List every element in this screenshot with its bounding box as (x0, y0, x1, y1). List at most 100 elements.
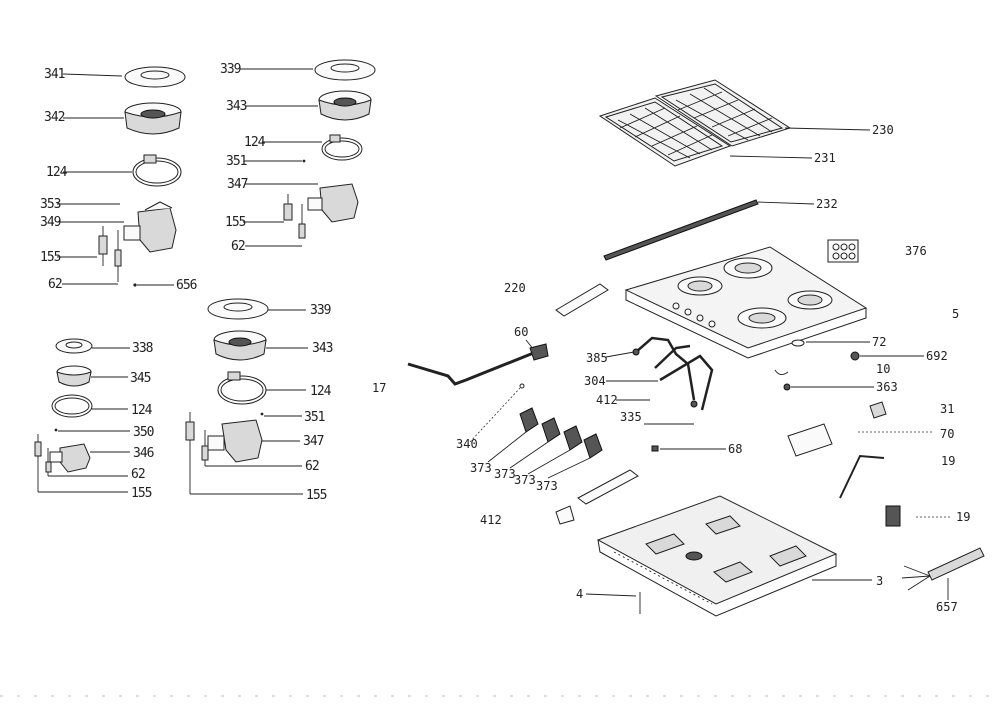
callout-4: 4 (576, 587, 583, 601)
gas-valves-row (469, 383, 603, 459)
gas-valve-body (207, 419, 263, 463)
callout-373: 373 (536, 479, 558, 493)
power-cable (901, 547, 985, 591)
burner-cap (124, 66, 186, 88)
callout-3: 3 (876, 574, 883, 588)
callout-349: 349 (40, 215, 61, 230)
burner-assembly-c: 339 343 124 351 347 62 155 (185, 298, 334, 503)
burner-cap (55, 338, 93, 354)
clip (651, 445, 659, 452)
callout-373: 373 (470, 461, 492, 475)
gas-valve-body (307, 183, 359, 223)
thermocouple (298, 204, 306, 239)
callout-220: 220 (504, 281, 526, 295)
pan-support-grates (598, 79, 792, 167)
thermocouple (201, 430, 209, 466)
gas-inlet-pipe (407, 343, 549, 386)
callout-347: 347 (227, 177, 248, 192)
callout-351: 351 (304, 410, 325, 425)
callout-70: 70 (940, 427, 954, 441)
knob-insert (869, 401, 887, 419)
callout-72: 72 (872, 335, 886, 349)
callout-656: 656 (176, 278, 197, 293)
mounting-bracket (555, 283, 609, 317)
callout-19: 19 (956, 510, 970, 524)
burner-clamp-ring (132, 154, 182, 187)
burner-cap (207, 298, 269, 320)
spark-electrode (98, 226, 108, 266)
burner-head (318, 90, 372, 121)
gas-valve-body (49, 443, 91, 473)
control-switch (787, 423, 833, 457)
callout-155: 155 (225, 215, 246, 230)
callout-124: 124 (310, 384, 332, 399)
callout-155: 155 (40, 250, 61, 265)
callout-17: 17 (372, 381, 386, 395)
thermocouple (45, 448, 52, 476)
callout-343: 343 (226, 99, 247, 114)
callout-412: 412 (596, 393, 618, 407)
thermocouple (114, 230, 122, 282)
spring-clip (774, 369, 789, 375)
callout-341: 341 (44, 67, 65, 82)
callout-657: 657 (936, 600, 958, 614)
callout-339: 339 (310, 303, 331, 318)
callout-412: 412 (480, 513, 502, 527)
ignition-generator (885, 505, 901, 527)
callout-230: 230 (872, 123, 894, 137)
callout-345: 345 (130, 371, 151, 386)
callout-231: 231 (814, 151, 836, 165)
callout-350: 350 (133, 425, 154, 440)
callout-155: 155 (131, 486, 152, 501)
callout-62: 62 (305, 459, 319, 474)
hob-base-tray (596, 495, 838, 617)
callout-338: 338 (132, 341, 153, 356)
callout-62: 62 (231, 239, 245, 254)
burner-head (56, 365, 92, 387)
callout-62: 62 (48, 277, 62, 292)
nut (850, 351, 860, 361)
spark-electrode (34, 434, 42, 492)
callout-232: 232 (816, 197, 838, 211)
burner-assembly-d: 338 345 124 350 346 62 155 (34, 338, 155, 501)
hob-layout-symbol (827, 239, 859, 263)
burner-assembly-a: 341 342 124 353 349 155 62 656 (40, 66, 198, 293)
callout-363: 363 (876, 380, 898, 394)
callout-124: 124 (244, 135, 266, 150)
callout-346: 346 (133, 446, 154, 461)
callout-373: 373 (494, 467, 516, 481)
seal-strip (603, 199, 759, 261)
callout-373: 373 (514, 473, 536, 487)
callout-62: 62 (131, 467, 145, 482)
screw (783, 383, 791, 391)
burner-clamp-ring (321, 134, 363, 161)
burner-gas-pipes (632, 336, 714, 411)
callout-124: 124 (131, 403, 153, 418)
callout-339: 339 (220, 62, 241, 77)
callout-353: 353 (40, 197, 61, 212)
callout-385: 385 (586, 351, 608, 365)
hob-top-panel (624, 246, 868, 359)
burner-head (213, 330, 267, 361)
callout-68: 68 (728, 442, 742, 456)
callout-351: 351 (226, 154, 247, 169)
gas-valve-body (123, 201, 177, 253)
burner-clamp-ring (51, 394, 93, 418)
burner-head (124, 102, 182, 135)
callout-342: 342 (44, 110, 65, 125)
burner-clamp-ring (217, 371, 267, 405)
spark-electrode (283, 194, 293, 221)
callout-343: 343 (312, 341, 333, 356)
callout-19: 19 (941, 454, 955, 468)
callout-124: 124 (46, 165, 68, 180)
callout-347: 347 (303, 434, 324, 449)
seal-washer (791, 339, 805, 347)
callout-335: 335 (620, 410, 642, 424)
spark-electrode (185, 412, 195, 494)
burner-assembly-b: 339 343 124 351 347 155 62 (220, 59, 376, 254)
callout-60: 60 (514, 325, 528, 339)
callout-31: 31 (940, 402, 954, 416)
callout-304: 304 (584, 374, 606, 388)
burner-cap (314, 59, 376, 81)
